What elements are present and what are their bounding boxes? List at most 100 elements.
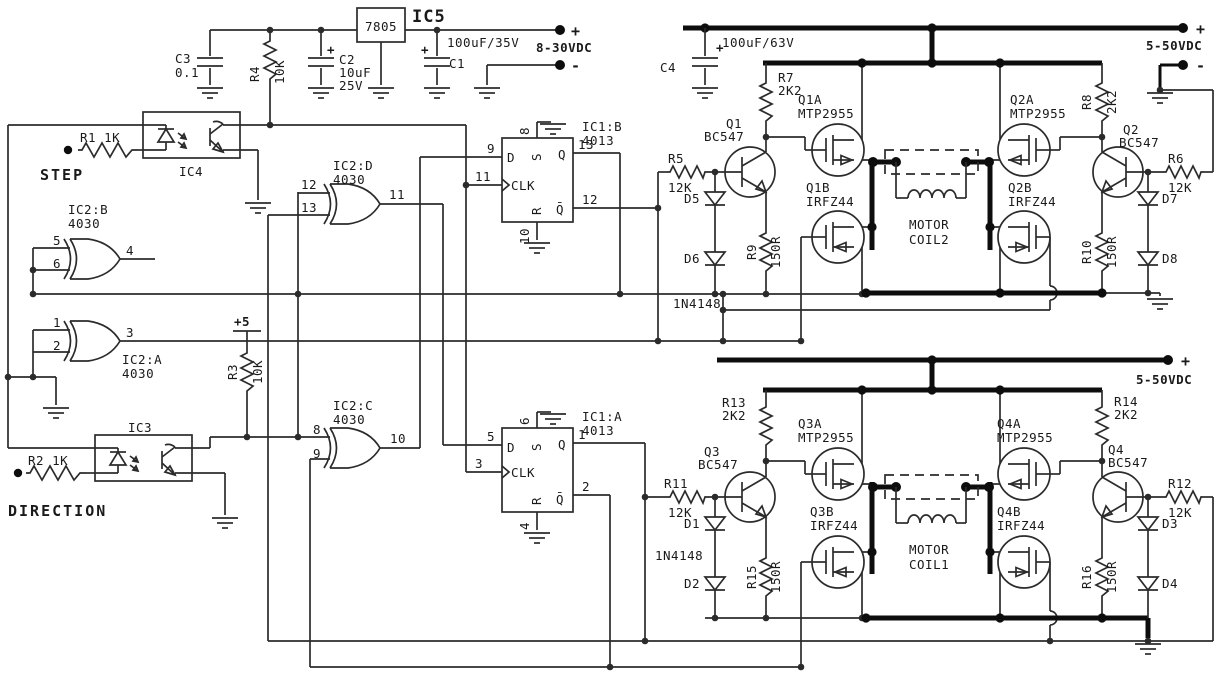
pin-label: 12	[582, 192, 598, 207]
motor-coil2	[907, 189, 957, 199]
motor-coil1	[907, 514, 957, 524]
ff-r-label: R	[529, 497, 544, 505]
label-r16: R16	[1079, 565, 1094, 589]
mosfet-q4b	[997, 535, 1051, 589]
diode-d6	[704, 251, 726, 266]
label-r10: R10	[1079, 240, 1094, 264]
bridge-coil1: + 5-50VDC R13 2K2 R14 2K2 MOTOR COIL1 R1…	[645, 352, 1213, 667]
ground-symbol	[1134, 643, 1162, 655]
resistor-r14	[1095, 403, 1109, 449]
flipflop-ic1b: D CLK S R Q Q̄ 9 11 8 10 13 12 IC1:B 401…	[475, 119, 622, 254]
label-r13-value: 2K2	[722, 408, 746, 423]
label-ic1b-part: 4013	[582, 133, 614, 148]
xor-ic2d: IC2:D 4030 12 13 11	[301, 158, 405, 225]
mosfet-q1b	[811, 210, 865, 264]
label-q2: Q2	[1123, 122, 1139, 137]
pin-label: 9	[487, 141, 495, 156]
label-r7: R7	[778, 70, 794, 85]
resistor-r13	[759, 403, 773, 449]
diode-d4	[1137, 576, 1159, 591]
ground-symbol	[691, 87, 719, 99]
resistor-r5	[666, 165, 708, 179]
pin-label: 13	[578, 137, 594, 152]
label-vcc2: 5-50VDC	[1146, 38, 1202, 53]
label-ic2c: IC2:C	[333, 398, 373, 413]
mosfet-q2b	[997, 210, 1051, 264]
label-r9-value: 150R	[768, 236, 783, 268]
ground-symbol	[211, 517, 239, 529]
label-direction: DIRECTION	[8, 502, 107, 520]
label-ic1a: IC1:A	[582, 409, 622, 424]
transistor-q3	[724, 471, 776, 523]
diode-d5	[704, 191, 726, 206]
power-supply-section: 7805 IC5 C3 0.1 R4 10K + C2 10uF 25V + C…	[175, 7, 592, 99]
ground-symbol	[523, 532, 551, 544]
label-r15-value: 150R	[768, 561, 783, 593]
label-motor2: MOTOR	[909, 217, 949, 232]
label-r6-value: 12K	[1168, 180, 1192, 195]
label-q1b-part: IRFZ44	[806, 194, 854, 209]
ground-symbol	[196, 87, 224, 99]
label-vcc1: 5-50VDC	[1136, 372, 1192, 387]
label-1n4148-bottom: 1N4148	[655, 548, 703, 563]
pin-label: 12	[301, 177, 317, 192]
pin-label: 2	[53, 338, 61, 353]
label-d5: D5	[684, 191, 700, 206]
direction-terminal	[13, 468, 23, 478]
label-q3b-part: IRFZ44	[810, 518, 858, 533]
optocoupler-ic3	[94, 434, 193, 482]
label-vin-plus: +	[571, 22, 581, 40]
label-vcc1-plus: +	[1181, 352, 1191, 370]
label-r4: R4	[247, 66, 262, 82]
r3-pullup: +5 R3 10K	[225, 290, 302, 441]
label-r8: R8	[1079, 94, 1094, 110]
label-d8: D8	[1162, 251, 1178, 266]
ff-qbar-label: Q̄	[556, 492, 564, 507]
bridge-coil2: + 5-50VDC - + C4 100uF/63V R7 2K2 R8 2K2…	[660, 20, 1214, 341]
label-motor1: MOTOR	[909, 542, 949, 557]
pin-label: 9	[313, 446, 321, 461]
ground-symbol	[423, 87, 451, 99]
label-c1-rating: 100uF/35V	[447, 35, 519, 50]
label-r11-value: 12K	[668, 505, 692, 520]
label-q4b-part: IRFZ44	[997, 518, 1045, 533]
mosfet-q4a	[997, 447, 1051, 501]
pin-label: 3	[475, 456, 483, 471]
label-regulator: 7805	[365, 19, 397, 34]
ground-symbol	[539, 123, 567, 135]
label-r7-value: 2K2	[778, 83, 802, 98]
pin-label: 3	[126, 325, 134, 340]
label-c2-plus: +	[327, 42, 335, 57]
label-ic1b: IC1:B	[582, 119, 622, 134]
label-q4a: Q4A	[997, 416, 1021, 431]
pin-label: 5	[53, 233, 61, 248]
label-q2a: Q2A	[1010, 92, 1034, 107]
label-ic2a-part: 4030	[122, 366, 154, 381]
pin-label: 10	[517, 228, 532, 244]
mosfet-q3b	[811, 535, 865, 589]
label-q3a-part: MTP2955	[798, 430, 854, 445]
optocoupler-ic4	[142, 111, 241, 159]
ground-symbol	[1146, 92, 1174, 104]
label-c3-value: 0.1	[175, 65, 199, 80]
xor-ic2c: IC2:C 4030 8 9 10	[313, 398, 406, 469]
pin-label: 4	[126, 243, 134, 258]
flipflop-ic1a: D CLK S R Q Q̄ 5 3 6 4 1 2 IC1:A 4013	[475, 409, 622, 544]
label-q1-part: BC547	[704, 129, 744, 144]
label-c4-plus: +	[716, 40, 724, 55]
label-q3b: Q3B	[810, 504, 834, 519]
pin-label: 1	[53, 315, 61, 330]
diode-d1	[704, 516, 726, 531]
label-ic2b-part: 4030	[68, 216, 100, 231]
mosfet-q3a	[811, 447, 865, 501]
label-q1: Q1	[726, 116, 742, 131]
label-q3a: Q3A	[798, 416, 822, 431]
ff-r-label: R	[529, 207, 544, 215]
ground-symbol	[539, 413, 567, 425]
label-ic1a-part: 4013	[582, 423, 614, 438]
ff-s-label: S	[529, 443, 544, 451]
label-ic2c-part: 4030	[333, 412, 365, 427]
diode-d2	[704, 576, 726, 591]
